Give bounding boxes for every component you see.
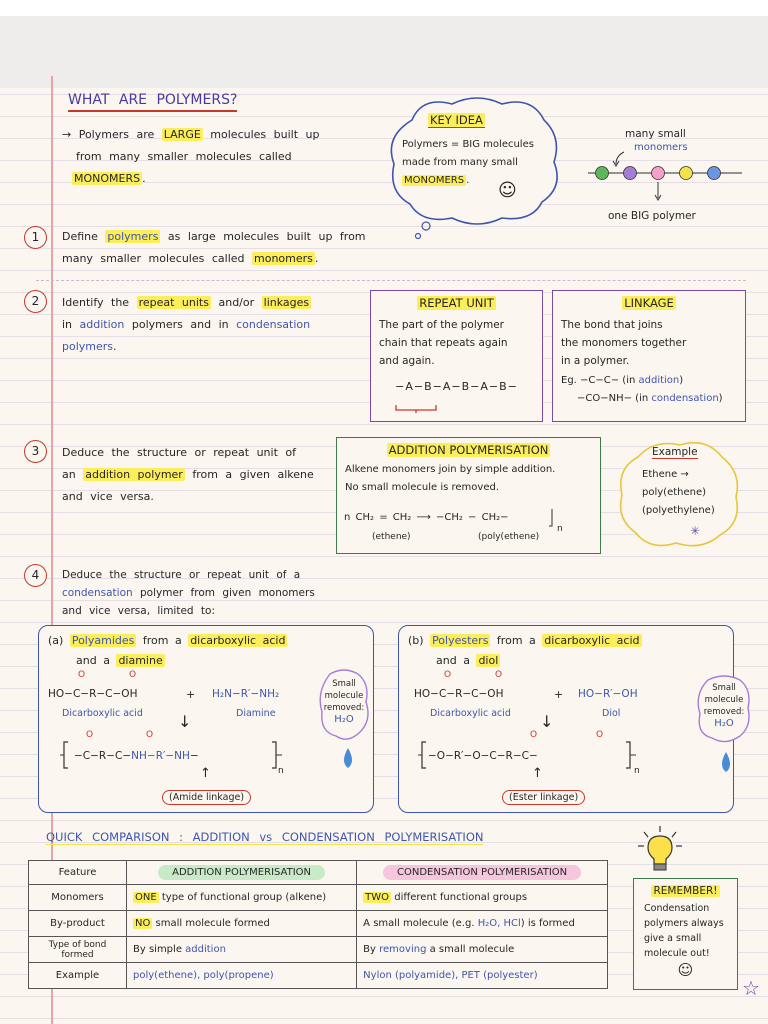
point-3-text: Deduce the structure or repeat unit of a… xyxy=(62,446,314,503)
repeat-chain: −A−B−A−B−A−B− xyxy=(395,380,518,393)
lightbulb-icon xyxy=(638,826,682,871)
polyamide-heading: (a) Polyamides from a dicarboxylic acid … xyxy=(48,634,288,667)
addition-n: n xyxy=(557,524,563,534)
polyester-plus: + xyxy=(554,688,564,701)
repeat-unit-box: REPEAT UNIT The part of the polymer chai… xyxy=(370,290,543,422)
comparison-title: QUICK COMPARISON : ADDITION vs CONDENSAT… xyxy=(46,830,484,845)
example-title: Example xyxy=(652,446,698,459)
polyamide-panel xyxy=(38,625,374,813)
top-shade xyxy=(0,16,768,88)
polyester-diacid-label: Dicarboxylic acid xyxy=(430,708,511,719)
ester-linkage-label: (Ester linkage) xyxy=(502,790,586,805)
star-icon: ☆ xyxy=(742,976,760,1000)
key-idea-title: KEY IDEA xyxy=(428,113,485,128)
page-title: WHAT ARE POLYMERS? xyxy=(68,92,238,112)
example-cloud xyxy=(619,441,739,547)
top-band xyxy=(0,0,768,16)
comparison-table: Feature ADDITION POLYMERISATION CONDENSA… xyxy=(28,860,608,989)
diagram-top-label: many small xyxy=(625,128,686,140)
point-3-number: 3 xyxy=(24,440,47,463)
ethene-label: (ethene) xyxy=(372,532,411,542)
table-row: By-product NO small molecule formed A sm… xyxy=(28,910,608,937)
polyamide-o1: O xyxy=(78,670,86,680)
reaction-arrow: ↓ xyxy=(178,712,192,731)
polyamide-n: n xyxy=(278,766,284,776)
remember-title: REMEMBER! xyxy=(651,885,720,897)
water-cloud-left xyxy=(319,669,369,768)
diacid-label: Dicarboxylic acid xyxy=(62,708,143,719)
polyamide-brackets xyxy=(60,741,282,769)
polyester-diacid-formula: HO−C−R−C−OH xyxy=(414,688,504,700)
point-1-number: 1 xyxy=(24,226,47,249)
diol-formula: HO−R′−OH xyxy=(578,688,638,700)
polyester-brackets xyxy=(418,741,636,769)
intro-text: → Polymers are LARGE molecules built up … xyxy=(62,128,320,185)
diacid-formula: HO−C−R−C−OH xyxy=(48,688,138,700)
polyester-repeat: −O−R′−O−C−R−C− xyxy=(428,750,538,762)
point-4-number: 4 xyxy=(24,564,47,587)
polyester-o2: O xyxy=(495,670,503,680)
ester-linkage-arrow: ↑ xyxy=(532,766,543,781)
table-row: Example poly(ethene), poly(propene) Nylo… xyxy=(28,962,608,989)
water-cloud-right-text: Small molecule removed: H₂O xyxy=(703,683,745,729)
amide-linkage-label: (Amide linkage) xyxy=(162,790,252,805)
sparkle-icon: ✳ xyxy=(690,524,701,538)
monomer-chain-diagram xyxy=(588,151,742,201)
diagram-monomers-label: monomers xyxy=(634,142,688,153)
repeat-unit-title: REPEAT UNIT xyxy=(417,296,496,310)
repeat-bracket xyxy=(395,405,437,413)
linkage-title: LINKAGE xyxy=(622,296,676,310)
polyamide-o2: O xyxy=(129,670,137,680)
smiley-icon: ☺ xyxy=(498,180,517,201)
key-idea-text: Polymers = BIG molecules made from many … xyxy=(402,139,534,186)
polyester-reaction-arrow: ↓ xyxy=(540,712,554,731)
linkage-arrow: ↑ xyxy=(200,766,211,781)
polyamide-repeat: −C−R−C−NH−R′−NH− xyxy=(74,750,199,762)
diamine-formula: H₂N−R′−NH₂ xyxy=(212,688,280,700)
addition-title: ADDITION POLYMERISATION xyxy=(386,443,551,457)
water-cloud-left-text: Small molecule removed: H₂O xyxy=(323,679,365,725)
point-2-number: 2 xyxy=(24,290,47,313)
header-condensation: CONDENSATION POLYMERISATION xyxy=(356,860,608,885)
key-idea-cloud xyxy=(390,97,558,240)
water-cloud-right xyxy=(697,675,750,772)
polyamide-poly-o2: O xyxy=(146,730,154,740)
remember-smiley-icon: ☺ xyxy=(677,961,694,979)
polyester-heading: (b) Polyesters from a dicarboxylic acid … xyxy=(408,634,642,667)
diamine-label: Diamine xyxy=(236,708,276,719)
point-4-text: Deduce the structure or repeat unit of a… xyxy=(62,569,315,617)
addition-bracket xyxy=(549,509,553,527)
section-divider xyxy=(36,280,746,281)
table-row: Type of bond formed By simple addition B… xyxy=(28,936,608,963)
header-addition: ADDITION POLYMERISATION xyxy=(125,860,358,885)
remember-box: REMEMBER! Condensation polymers always g… xyxy=(633,878,738,990)
diol-label: Diol xyxy=(602,708,621,719)
example-text: Ethene → poly(ethene) (polyethylene) xyxy=(642,469,715,516)
addition-polymerisation-box: ADDITION POLYMERISATION Alkene monomers … xyxy=(336,437,601,554)
point-2-text: Identify the repeat units and/or linkage… xyxy=(62,296,312,353)
polyamide-poly-o1: O xyxy=(86,730,94,740)
plus-sign: + xyxy=(186,688,196,701)
header-feature: Feature xyxy=(28,860,127,885)
polyester-panel xyxy=(398,625,734,813)
diagram-bottom-label: one BIG polymer xyxy=(608,210,696,222)
polyethene-label: (poly(ethene) xyxy=(478,532,540,542)
polyester-poly-o2: O xyxy=(596,730,604,740)
polyester-o1: O xyxy=(444,670,452,680)
point-1-text: Define polymers as large molecules built… xyxy=(62,230,366,265)
margin-line xyxy=(51,76,53,1024)
polyester-n: n xyxy=(634,766,640,776)
linkage-box: LINKAGE The bond that joins the monomers… xyxy=(552,290,746,422)
table-row: Monomers ONE type of functional group (a… xyxy=(28,884,608,911)
addition-equation: n CH₂ = CH₂ ⟶ −CH₂ − CH₂− xyxy=(344,512,509,523)
polyester-poly-o1: O xyxy=(530,730,538,740)
